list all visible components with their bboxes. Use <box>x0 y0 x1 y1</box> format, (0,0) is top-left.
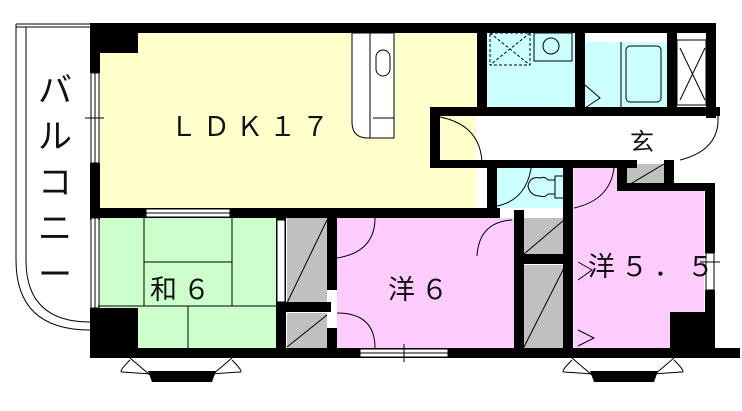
windows <box>85 72 720 362</box>
tatami-lines <box>98 218 276 348</box>
balcony-label: バ ル コ ニ ー <box>38 68 72 298</box>
room-yoshitsu-6 <box>337 218 514 348</box>
room-label-entrance: 玄 <box>630 128 654 156</box>
balcony-char: コ <box>38 163 72 203</box>
balcony-char: ー <box>38 255 72 295</box>
balcony-char: バ <box>38 71 72 111</box>
storage-box <box>676 39 707 106</box>
washroom-fixtures <box>489 32 601 109</box>
entrance-floor <box>628 115 668 165</box>
room-label-washitsu: 和６ <box>150 275 216 306</box>
bathtub <box>620 42 662 108</box>
bay-window-left <box>120 357 242 382</box>
room-ldk <box>98 31 476 209</box>
balcony-char: ニ <box>38 209 72 249</box>
room-washroom <box>487 32 577 108</box>
room-label-yoshitsu-6: 洋６ <box>388 275 454 306</box>
room-label-ldk: ＬＤＫ１７ <box>170 112 335 143</box>
doors <box>336 115 719 349</box>
closets <box>286 163 665 348</box>
room-label-yoshitsu-5-5: 洋５．５ <box>588 252 720 283</box>
bay-window-right <box>562 357 684 382</box>
balcony <box>15 23 92 331</box>
toilet-fixture <box>527 175 565 199</box>
kitchen-counter <box>351 32 395 139</box>
balcony-char: ル <box>38 117 72 157</box>
